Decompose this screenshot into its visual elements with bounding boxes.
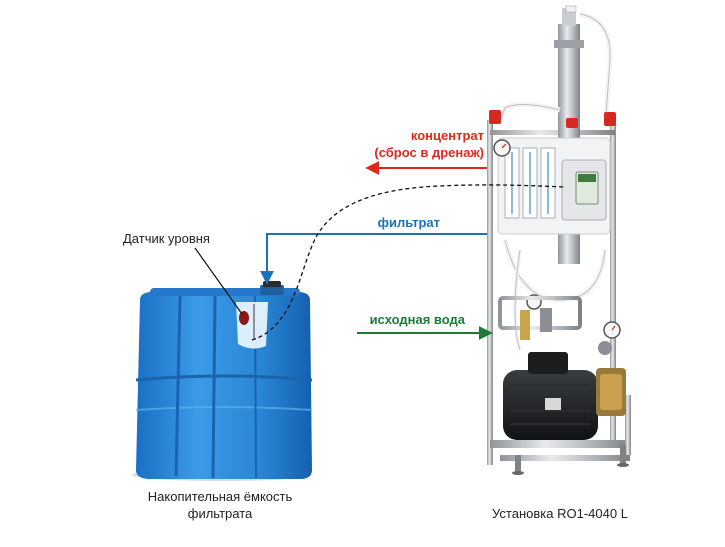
concentrate-label-line2: (сброс в дренаж) [374, 145, 484, 160]
filtrate-label: фильтрат [378, 215, 440, 230]
unit-caption: Установка RO1-4040 L [492, 506, 628, 521]
sensor-signal-cable [251, 184, 565, 341]
filtrate-arrow [260, 233, 487, 285]
level-sensor-pointer [194, 247, 243, 315]
water-storage-tank-icon [132, 281, 313, 481]
concentrate-label: концентрат [411, 128, 484, 143]
level-sensor-label: Датчик уровня [123, 231, 210, 246]
tank-caption: Накопительная ёмкость [148, 489, 293, 504]
level-sensor-icon [239, 311, 249, 325]
tank-caption-line2: фильтрата [188, 506, 253, 521]
source-water-label: исходная вода [370, 312, 466, 327]
reverse-osmosis-unit-icon [487, 5, 631, 475]
